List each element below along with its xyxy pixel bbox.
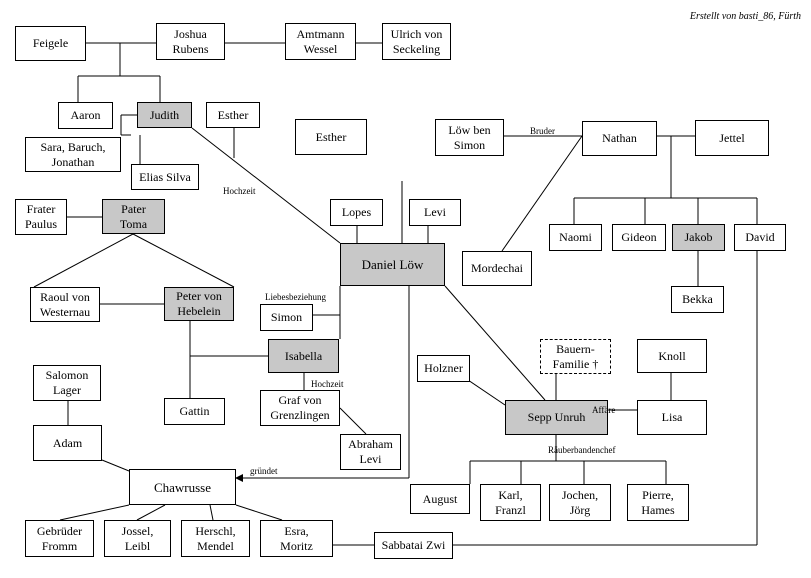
node-pierre-hames[interactable]: Pierre, Hames — [627, 484, 689, 521]
node-august[interactable]: August — [410, 484, 470, 514]
node-sara-baruch-jonathan[interactable]: Sara, Baruch, Jonathan — [25, 137, 121, 172]
node-david[interactable]: David — [734, 224, 786, 251]
node-frater-paulus[interactable]: Frater Paulus — [15, 199, 67, 235]
node-abraham-levi[interactable]: Abraham Levi — [340, 434, 401, 470]
edge-label-liebesbeziehung: Liebesbeziehung — [265, 292, 326, 302]
node-lisa[interactable]: Lisa — [637, 400, 707, 435]
edge-label-raeuberbandenchef: Räuberbandenchef — [548, 445, 616, 455]
node-salomon-lager[interactable]: Salomon Lager — [33, 365, 101, 401]
node-peter-von-hebelein[interactable]: Peter von Hebelein — [164, 287, 234, 321]
node-adam[interactable]: Adam — [33, 425, 102, 461]
credit-text: Erstellt von basti_86, Fürth — [689, 11, 801, 22]
node-elias-silva[interactable]: Elias Silva — [131, 164, 199, 190]
node-raoul-von-westernau[interactable]: Raoul von Westernau — [30, 287, 100, 322]
node-esther-1[interactable]: Esther — [206, 102, 260, 128]
node-esther-2[interactable]: Esther — [295, 119, 367, 155]
node-aaron[interactable]: Aaron — [58, 102, 113, 129]
node-holzner[interactable]: Holzner — [417, 355, 470, 382]
node-naomi[interactable]: Naomi — [549, 224, 602, 251]
node-judith[interactable]: Judith — [137, 102, 192, 128]
node-joshua-rubens[interactable]: Joshua Rubens — [156, 23, 225, 60]
node-jossel-leibl[interactable]: Jossel, Leibl — [104, 520, 171, 557]
edge-label-hochzeit-isabella: Hochzeit — [311, 379, 344, 389]
edge-label-hochzeit-judith: Hochzeit — [223, 186, 256, 196]
node-pater-toma[interactable]: Pater Toma — [102, 199, 165, 234]
node-gattin[interactable]: Gattin — [164, 398, 225, 425]
node-simon[interactable]: Simon — [260, 304, 313, 331]
node-jakob[interactable]: Jakob — [672, 224, 725, 251]
node-knoll[interactable]: Knoll — [637, 339, 707, 373]
node-sabbatai-zwi[interactable]: Sabbatai Zwi — [374, 532, 453, 559]
node-feigele[interactable]: Feigele — [15, 26, 86, 61]
node-bekka[interactable]: Bekka — [671, 286, 724, 313]
edge-label-affaere: Affäre — [592, 405, 616, 415]
node-graf-von-grenzlingen[interactable]: Graf von Grenzlingen — [260, 390, 340, 426]
node-jettel[interactable]: Jettel — [695, 120, 769, 156]
node-bauern-familie[interactable]: Bauern- Familie † — [540, 339, 611, 374]
edge-label-bruder: Bruder — [530, 126, 555, 136]
edge-label-gruendet: gründet — [250, 466, 278, 476]
node-herschl-mendel[interactable]: Herschl, Mendel — [181, 520, 250, 557]
node-chawrusse[interactable]: Chawrusse — [129, 469, 236, 505]
node-loew-ben-simon[interactable]: Löw ben Simon — [435, 119, 504, 156]
node-lopes[interactable]: Lopes — [330, 199, 383, 226]
node-sepp-unruh[interactable]: Sepp Unruh — [505, 400, 608, 435]
node-levi[interactable]: Levi — [409, 199, 461, 226]
node-gebrueder-fromm[interactable]: Gebrüder Fromm — [25, 520, 94, 557]
node-karl-franzl[interactable]: Karl, Franzl — [480, 484, 541, 521]
node-gideon[interactable]: Gideon — [612, 224, 666, 251]
node-daniel-loew[interactable]: Daniel Löw — [340, 243, 445, 286]
node-jochen-joerg[interactable]: Jochen, Jörg — [549, 484, 611, 521]
node-amtmann-wessel[interactable]: Amtmann Wessel — [285, 23, 356, 60]
node-mordechai[interactable]: Mordechai — [462, 251, 532, 286]
node-nathan[interactable]: Nathan — [582, 121, 657, 156]
node-esra-moritz[interactable]: Esra, Moritz — [260, 520, 333, 557]
node-ulrich-von-seckeling[interactable]: Ulrich von Seckeling — [382, 23, 451, 60]
node-isabella[interactable]: Isabella — [268, 339, 339, 373]
